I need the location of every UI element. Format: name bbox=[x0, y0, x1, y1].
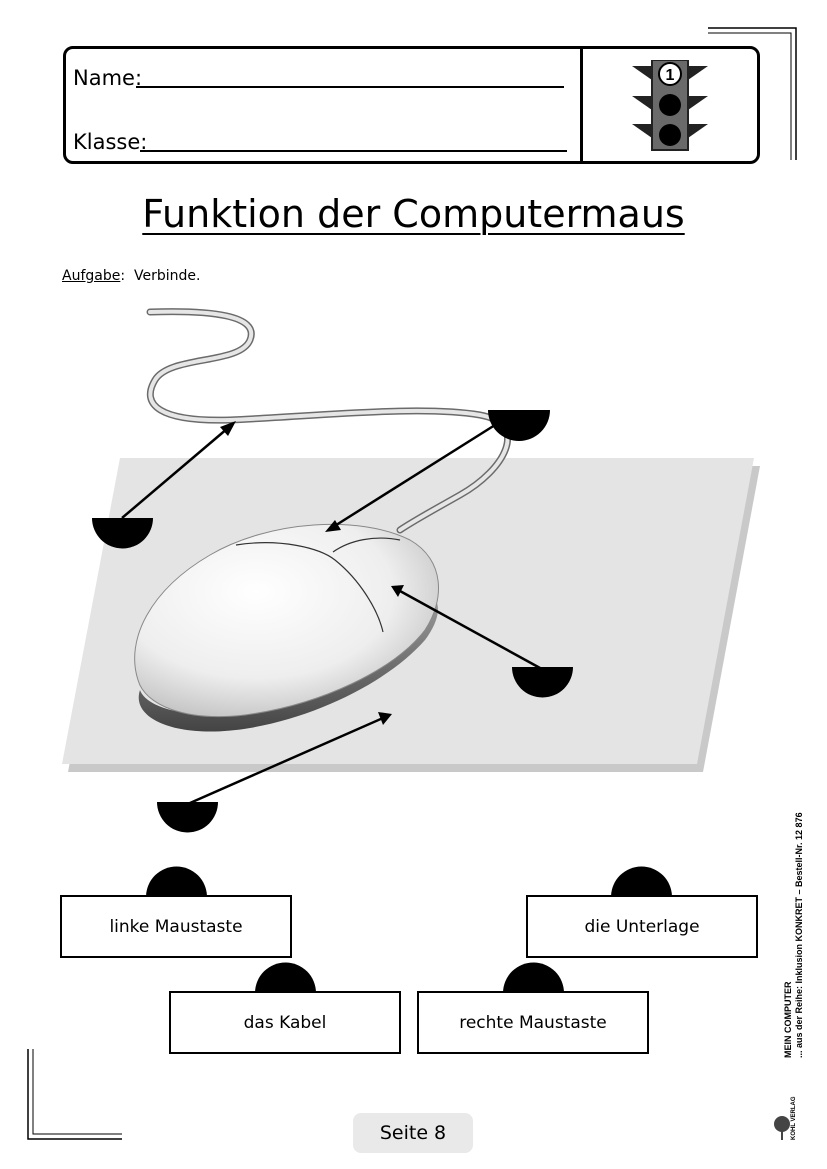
connector-dome-right-button[interactable] bbox=[503, 962, 564, 994]
header-divider bbox=[580, 46, 583, 164]
student-info-box bbox=[63, 46, 760, 164]
label-cable[interactable]: das Kabel bbox=[169, 991, 401, 1054]
traffic-light-icon: 1 bbox=[632, 60, 708, 151]
connector-dome-left-button[interactable] bbox=[146, 866, 207, 898]
connector-right-button[interactable] bbox=[512, 667, 573, 698]
mouse-illustration bbox=[62, 308, 760, 833]
class-field[interactable] bbox=[140, 150, 567, 152]
mouse-body bbox=[134, 523, 439, 718]
page-number: Seite 8 bbox=[353, 1113, 473, 1153]
side-order-info: ... aus der Reihe: Inklusion KONKRET – B… bbox=[794, 812, 804, 1058]
label-right-mouse-button[interactable]: rechte Maustaste bbox=[417, 991, 649, 1054]
side-series-title: MEIN COMPUTER bbox=[783, 981, 793, 1059]
page-title: Funktion der Computermaus bbox=[142, 192, 685, 236]
connector-mat[interactable] bbox=[157, 802, 218, 833]
corner-decoration-bottom-left bbox=[27, 1049, 122, 1140]
class-label: Klasse: bbox=[73, 130, 148, 154]
name-label: Name: bbox=[73, 66, 143, 90]
connector-left-button[interactable] bbox=[488, 410, 550, 441]
task-separator: : bbox=[120, 268, 126, 284]
connector-dome-cable[interactable] bbox=[255, 962, 316, 994]
label-left-mouse-button[interactable]: linke Maustaste bbox=[60, 895, 292, 958]
level-number: 1 bbox=[666, 67, 675, 84]
task-text: Verbinde. bbox=[133, 268, 201, 284]
task-instruction: Aufgabe: Verbinde. bbox=[62, 268, 200, 284]
label-connectors bbox=[146, 866, 672, 994]
publisher-logo-icon bbox=[774, 1116, 790, 1140]
name-field[interactable] bbox=[136, 86, 564, 88]
label-mousepad[interactable]: die Unterlage bbox=[526, 895, 758, 958]
corner-decoration-top-right bbox=[708, 27, 797, 160]
connector-cable[interactable] bbox=[92, 518, 153, 549]
connector-dome-mat[interactable] bbox=[611, 866, 672, 898]
task-label: Aufgabe bbox=[62, 268, 121, 284]
